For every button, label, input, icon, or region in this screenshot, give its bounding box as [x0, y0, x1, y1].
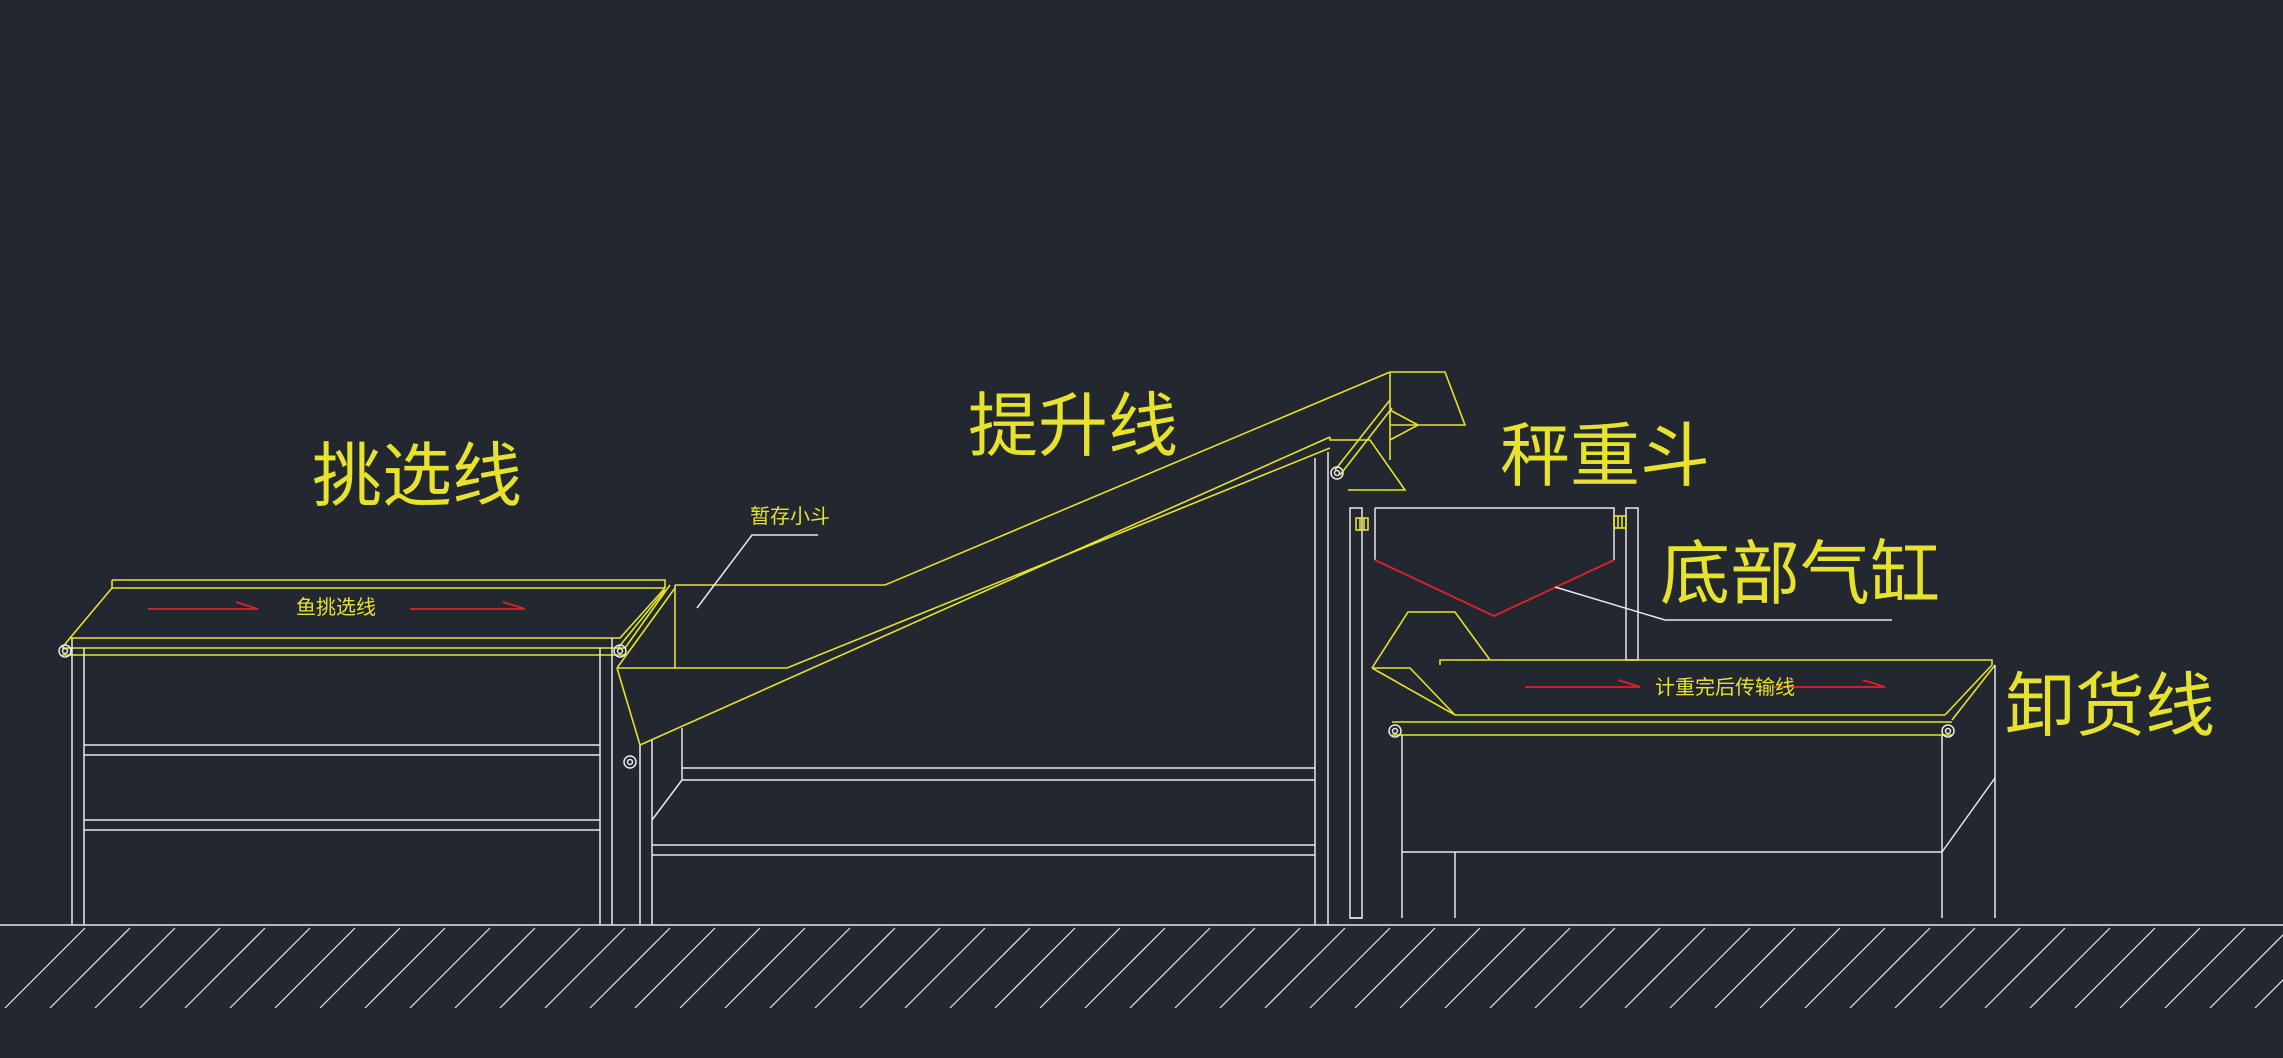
- hatch-line: [1894, 927, 1976, 1009]
- unloading-line: [1371, 611, 1996, 918]
- ground-hatching: [4, 927, 2283, 1009]
- hatch-line: [1174, 927, 1256, 1009]
- hatch-line: [1849, 927, 1931, 1009]
- hatch-line: [2029, 927, 2111, 1009]
- hatch-line: [1354, 927, 1436, 1009]
- hatch-line: [274, 927, 356, 1009]
- label-bottom-cylinder: 底部气缸: [1660, 533, 1940, 615]
- hatch-line: [184, 927, 266, 1009]
- hatch-line: [364, 927, 446, 1009]
- hatch-line: [1579, 927, 1661, 1009]
- label-weighing-hopper: 秤重斗: [1500, 415, 1710, 497]
- label-post-weigh-conveyor: 计重完后传输线: [1655, 675, 1795, 699]
- label-sorting-line: 挑选线: [312, 435, 522, 517]
- lifting-line: [616, 371, 1467, 925]
- hatch-line: [139, 927, 221, 1009]
- hatch-line: [1399, 927, 1481, 1009]
- hatch-line: [4, 927, 86, 1009]
- hatch-line: [904, 927, 986, 1009]
- hatch-line: [2254, 979, 2283, 1009]
- hatch-line: [634, 927, 716, 1009]
- hatch-line: [1669, 927, 1751, 1009]
- hatch-line: [724, 927, 806, 1009]
- hatch-line: [994, 927, 1076, 1009]
- hatch-line: [679, 927, 761, 1009]
- hatch-line: [769, 927, 851, 1009]
- hatch-line: [859, 927, 941, 1009]
- hatch-line: [1084, 927, 1166, 1009]
- label-temp-hopper: 暂存小斗: [750, 504, 830, 528]
- ground: [0, 924, 2283, 1009]
- hatch-line: [1984, 927, 2066, 1009]
- label-lifting-line: 提升线: [968, 385, 1178, 467]
- hatch-line: [319, 927, 401, 1009]
- hatch-line: [1534, 927, 1616, 1009]
- sorting-line: [58, 579, 671, 925]
- hatch-line: [49, 927, 131, 1009]
- hatch-line: [499, 927, 581, 1009]
- hatch-line: [2164, 927, 2246, 1009]
- hatch-line: [1264, 927, 1346, 1009]
- hatch-line: [1444, 927, 1526, 1009]
- hatch-line: [2074, 927, 2156, 1009]
- hatch-line: [1129, 927, 1211, 1009]
- hatch-line: [814, 927, 896, 1009]
- hatch-line: [1939, 927, 2021, 1009]
- hatch-line: [1309, 927, 1391, 1009]
- hatch-line: [1759, 927, 1841, 1009]
- label-fish-sorting-line: 鱼挑选线: [296, 595, 376, 619]
- hatch-line: [949, 927, 1031, 1009]
- hatch-line: [229, 927, 311, 1009]
- hatch-line: [1714, 927, 1796, 1009]
- hatch-line: [1489, 927, 1571, 1009]
- hatch-line: [94, 927, 176, 1009]
- hatch-line: [589, 927, 671, 1009]
- hatch-line: [1624, 927, 1706, 1009]
- hatch-line: [1804, 927, 1886, 1009]
- hatch-line: [2209, 934, 2283, 1009]
- hatch-line: [1219, 927, 1301, 1009]
- weighing-hopper: [1349, 507, 1892, 919]
- label-unloading-line: 卸货线: [2005, 665, 2215, 747]
- hatch-line: [544, 927, 626, 1009]
- hatch-line: [454, 927, 536, 1009]
- hatch-line: [2119, 927, 2201, 1009]
- hatch-line: [409, 927, 491, 1009]
- hatch-line: [1039, 927, 1121, 1009]
